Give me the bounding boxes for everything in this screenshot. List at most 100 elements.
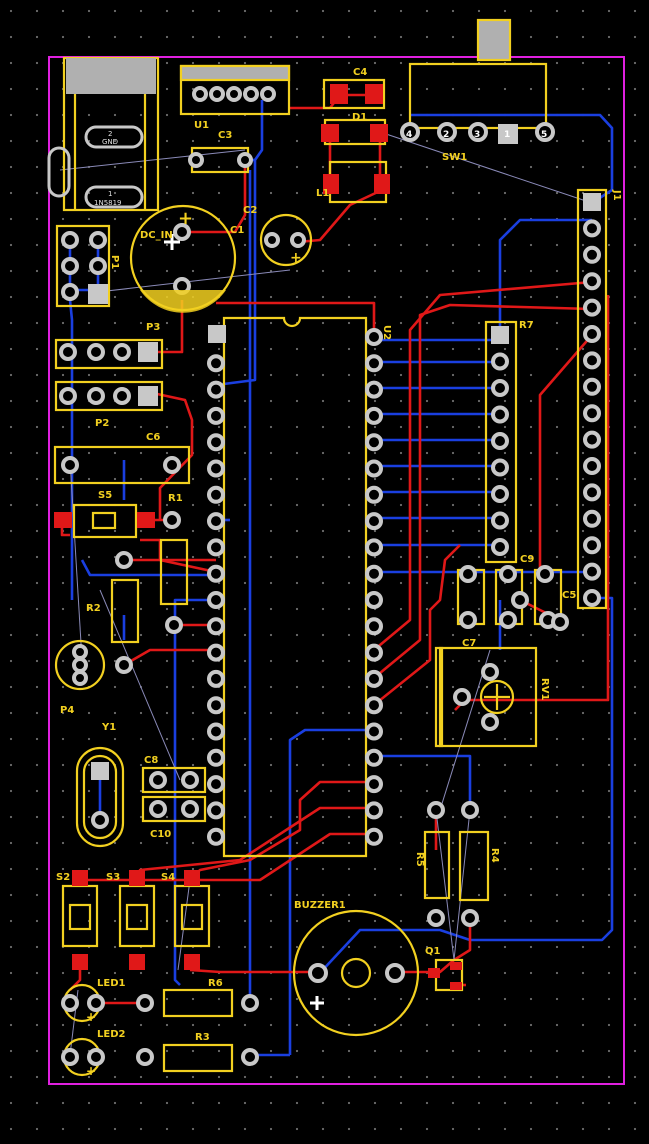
label-c2: C2 bbox=[243, 205, 257, 216]
c2-pin bbox=[264, 232, 280, 248]
label-sw1: SW1 bbox=[442, 152, 467, 163]
u2-pin-right bbox=[365, 617, 383, 636]
u2-pin-right bbox=[365, 564, 383, 583]
u2-pin-left bbox=[207, 354, 225, 373]
u2-pin-right bbox=[365, 512, 383, 531]
u2-pin-left bbox=[207, 485, 225, 504]
buzzer-pin bbox=[308, 963, 328, 983]
label-p1: P1 bbox=[109, 255, 120, 269]
c6-pin bbox=[163, 456, 181, 474]
c1-polarity-band bbox=[140, 290, 226, 313]
c6-pin bbox=[61, 456, 79, 474]
r6-pin bbox=[241, 994, 259, 1012]
u2-pin-right bbox=[365, 354, 383, 373]
u2-pin-right bbox=[365, 591, 383, 609]
r1-pin bbox=[163, 511, 181, 529]
p4-pin bbox=[72, 644, 88, 660]
label-c1: C1 bbox=[230, 225, 244, 236]
r7-pin bbox=[491, 458, 509, 477]
r7-pin bbox=[491, 379, 509, 397]
led2-pin bbox=[87, 1048, 105, 1066]
rv1-pin bbox=[481, 713, 499, 731]
u2-pin-left bbox=[207, 564, 225, 583]
u2-pin-right bbox=[365, 328, 383, 346]
r4-pin bbox=[461, 801, 479, 819]
u2-pin-left bbox=[207, 380, 225, 399]
label-r5: R5 bbox=[414, 852, 425, 867]
u1-pin bbox=[192, 86, 208, 102]
u1-pin bbox=[209, 86, 225, 102]
u2-pin-right bbox=[365, 748, 383, 767]
p3-pin bbox=[59, 343, 77, 361]
p2-pin bbox=[113, 387, 131, 405]
label-r3: R3 bbox=[195, 1032, 210, 1043]
r5-pin bbox=[427, 801, 445, 819]
label-c6: C6 bbox=[146, 432, 160, 443]
diode-part: 1N5819 bbox=[94, 199, 122, 207]
sw1-pin-label: 4 bbox=[406, 130, 412, 140]
c1-pin bbox=[173, 223, 191, 241]
c10-pin bbox=[181, 800, 199, 818]
label-s4: S4 bbox=[161, 872, 175, 883]
j1-pin bbox=[583, 483, 601, 502]
j1-pin bbox=[583, 509, 601, 528]
label-l1: L1 bbox=[316, 188, 329, 199]
p1-pin bbox=[61, 257, 79, 275]
j1-pin bbox=[583, 589, 601, 607]
label-c9: C9 bbox=[520, 554, 534, 565]
u2-pin-right bbox=[365, 775, 383, 794]
p3-pin bbox=[113, 343, 131, 361]
u1-pin bbox=[226, 86, 242, 102]
u2-pin-right bbox=[365, 643, 383, 662]
c8-pin bbox=[149, 771, 167, 789]
cap-pin bbox=[536, 565, 554, 583]
u2-pin-right bbox=[365, 827, 383, 846]
p1-pin bbox=[61, 283, 79, 301]
r6-pin bbox=[136, 994, 154, 1012]
j1-pin bbox=[583, 219, 601, 238]
r7-pin bbox=[491, 485, 509, 503]
j1-pin bbox=[583, 351, 601, 370]
u2-pin-left bbox=[207, 433, 225, 452]
u2-pin-right bbox=[365, 722, 383, 741]
buzzer-pin bbox=[385, 963, 405, 983]
cap-pin bbox=[499, 565, 517, 583]
u2-pin-left bbox=[207, 406, 225, 425]
rv1-pin bbox=[453, 688, 471, 706]
label-r2: R2 bbox=[86, 603, 101, 614]
diode-gnd: GND bbox=[102, 138, 118, 146]
u2-pin-left bbox=[207, 591, 225, 609]
label-rv1: RV1 bbox=[539, 678, 550, 700]
u2-pin-right bbox=[365, 406, 383, 425]
label-y1: Y1 bbox=[101, 722, 116, 733]
c3-pin bbox=[237, 152, 253, 168]
r3-pin bbox=[136, 1048, 154, 1066]
label-buzzer1: BUZZER1 bbox=[294, 900, 346, 911]
p1-pin bbox=[61, 231, 79, 249]
sw1-pin bbox=[468, 122, 488, 142]
u2-pin-right bbox=[365, 433, 383, 452]
u2-pin-left bbox=[207, 459, 225, 478]
label-led2: LED2 bbox=[97, 1029, 126, 1040]
u2-pin-right bbox=[365, 669, 383, 688]
u2-pin-left bbox=[207, 512, 225, 531]
p1-pin bbox=[89, 257, 107, 275]
r7-pin bbox=[491, 405, 509, 424]
cap-pin bbox=[551, 613, 569, 631]
j1-pin bbox=[583, 562, 601, 581]
c3-pin bbox=[188, 152, 204, 168]
j1-pin bbox=[583, 377, 601, 396]
u1-pin bbox=[243, 86, 259, 102]
silkscreen-layer bbox=[53, 18, 608, 1077]
p4-pin bbox=[72, 670, 88, 686]
u2-pin-right bbox=[365, 538, 383, 557]
sw1-pin bbox=[437, 122, 457, 142]
u2-pin-left bbox=[207, 775, 225, 794]
r2-pin bbox=[115, 551, 133, 569]
c8-pin bbox=[181, 771, 199, 789]
u2-pin-left bbox=[207, 722, 225, 741]
r7-pin bbox=[491, 511, 509, 530]
led1-plus-mark: + bbox=[86, 1010, 96, 1024]
sw1-pin-label: 1 bbox=[504, 130, 510, 140]
